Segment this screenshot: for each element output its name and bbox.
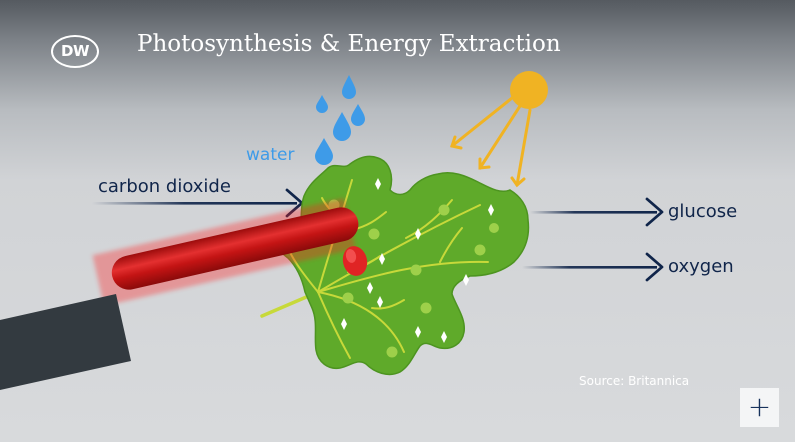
leaf-illustration [260,155,530,376]
oxygen-label: oxygen [668,256,734,277]
oxygen-arrow [522,252,664,282]
water-label: water [246,145,295,165]
water-drops-icon [315,75,365,165]
probe-handle [0,294,131,390]
glucose-arrow [530,197,664,227]
plus-icon: + [747,390,772,423]
page-title: Photosynthesis & Energy Extraction [137,31,561,57]
dw-logo-text: DW [61,42,90,60]
carbon-dioxide-label: carbon dioxide [98,176,231,197]
expand-button[interactable]: + [740,388,779,427]
glucose-label: glucose [668,201,738,222]
dw-logo: DW [51,35,99,68]
sun-icon [450,71,548,188]
probe-rod [92,198,368,306]
source-credit: Source: Britannica [579,374,690,388]
